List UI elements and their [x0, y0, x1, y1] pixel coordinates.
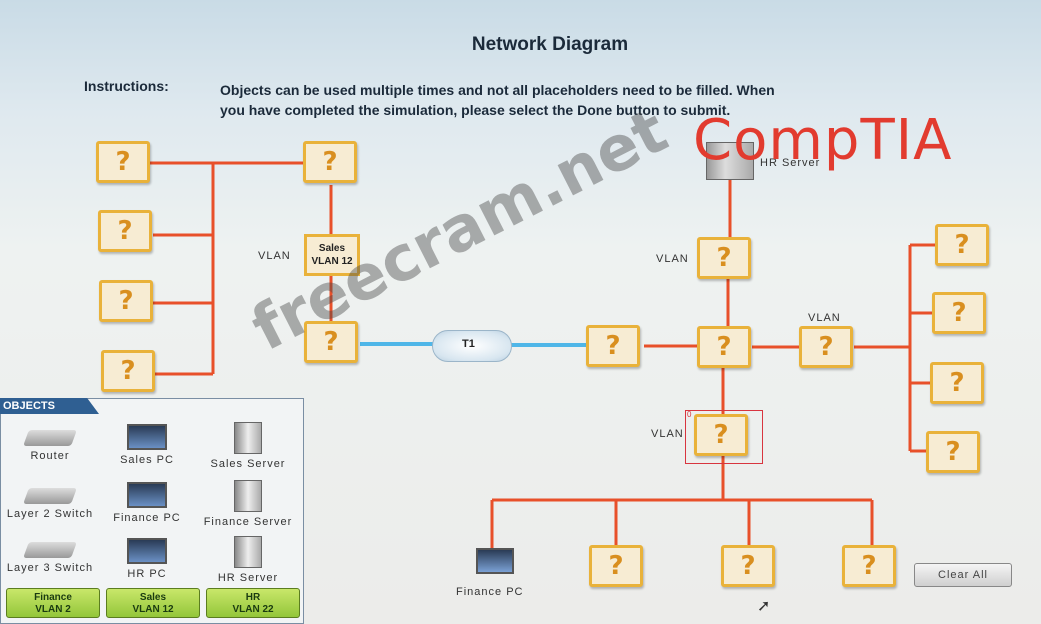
placeholder-right-1[interactable]: ?: [935, 224, 989, 266]
hr-server-label: HR Server: [760, 157, 821, 169]
object-label: Layer 3 Switch: [6, 562, 94, 574]
vlan-label-sales: VLAN: [808, 312, 841, 324]
vlan-button-line2: VLAN 22: [232, 604, 274, 615]
object-label: Finance PC: [113, 512, 181, 524]
comptia-logo: CompTIA: [693, 108, 953, 173]
object-layer2-switch[interactable]: Layer 2 Switch: [0, 480, 100, 520]
object-finance-server[interactable]: Finance Server: [198, 480, 298, 528]
finance-pc-label: Finance PC: [456, 586, 524, 598]
mouse-cursor-icon: ➚: [757, 598, 771, 615]
placeholder-bottom-3[interactable]: ?: [842, 545, 896, 587]
vlan-button-line1: Finance: [34, 592, 72, 603]
placeholder-sales-switch[interactable]: ?: [799, 326, 853, 368]
placeholder-bottom-2[interactable]: ?: [721, 545, 775, 587]
selection-index: 0: [687, 410, 692, 419]
object-finance-pc[interactable]: Finance PC: [97, 482, 197, 524]
object-label: HR PC: [127, 568, 167, 580]
sales-vlan-box[interactable]: Sales VLAN 12: [304, 234, 360, 276]
object-hr-server[interactable]: HR Server: [198, 536, 298, 584]
object-router[interactable]: Router: [0, 422, 100, 462]
finance-pc-icon: [476, 548, 514, 574]
instructions-text: Objects can be used multiple times and n…: [220, 80, 1020, 120]
placeholder-left-1[interactable]: ?: [96, 141, 150, 183]
vlan-button-line1: Sales: [139, 592, 167, 603]
placeholder-bottom-1[interactable]: ?: [589, 545, 643, 587]
pc-icon: [127, 482, 167, 508]
placeholder-left-2[interactable]: ?: [98, 210, 152, 252]
pc-icon: [127, 538, 167, 564]
object-sales-server[interactable]: Sales Server: [198, 422, 298, 470]
placeholder-right-4[interactable]: ?: [926, 431, 980, 473]
object-layer3-switch[interactable]: Layer 3 Switch: [0, 534, 100, 574]
pc-icon: [127, 424, 167, 450]
object-hr-pc[interactable]: HR PC: [97, 538, 197, 580]
object-label: Router: [30, 450, 70, 462]
object-label: Finance Server: [203, 516, 293, 528]
vlan-label-hr: VLAN: [656, 253, 689, 265]
switch-icon: [23, 488, 77, 504]
object-sales-pc[interactable]: Sales PC: [97, 424, 197, 466]
vlan-button-line1: HR: [245, 592, 261, 603]
sales-vlan-button[interactable]: Sales VLAN 12: [106, 588, 200, 618]
object-label: Sales Server: [210, 458, 286, 470]
placeholder-top-switch[interactable]: ?: [303, 141, 357, 183]
hr-vlan-button[interactable]: HR VLAN 22: [206, 588, 300, 618]
object-label: Sales PC: [120, 454, 174, 466]
sales-vlan-box-line2: VLAN 12: [311, 256, 353, 267]
vlan-button-line2: VLAN 12: [132, 604, 174, 615]
placeholder-right-2[interactable]: ?: [932, 292, 986, 334]
sales-vlan-box-line1: Sales: [318, 243, 346, 254]
instructions-line-2: you have completed the simulation, pleas…: [220, 102, 731, 118]
clear-all-button[interactable]: Clear All: [914, 563, 1012, 587]
placeholder-right-3[interactable]: ?: [930, 362, 984, 404]
instructions-label: Instructions:: [84, 78, 169, 94]
hr-server-icon: [706, 142, 754, 180]
server-icon: [234, 480, 262, 512]
t1-cloud-icon: [432, 330, 512, 362]
selection-box: [685, 410, 763, 464]
objects-header: OBJECTS: [0, 398, 99, 414]
vlan-label-finance: VLAN: [651, 428, 684, 440]
server-icon: [234, 536, 262, 568]
server-icon: [234, 422, 262, 454]
placeholder-finance-switch[interactable]: ?: [694, 414, 748, 456]
instructions-line-1: Objects can be used multiple times and n…: [220, 82, 775, 98]
placeholder-hr-switch[interactable]: ?: [697, 237, 751, 279]
vlan-label-left: VLAN: [258, 250, 291, 262]
page-title: Network Diagram: [471, 34, 629, 55]
object-label: HR Server: [217, 572, 279, 584]
placeholder-core-switch[interactable]: ?: [697, 326, 751, 368]
placeholder-left-3[interactable]: ?: [99, 280, 153, 322]
object-label: Layer 2 Switch: [6, 508, 94, 520]
router-icon: [23, 430, 77, 446]
placeholder-left-4[interactable]: ?: [101, 350, 155, 392]
finance-vlan-button[interactable]: Finance VLAN 2: [6, 588, 100, 618]
t1-label: T1: [462, 338, 475, 350]
placeholder-right-router[interactable]: ?: [586, 325, 640, 367]
vlan-button-line2: VLAN 2: [35, 604, 71, 615]
switch-icon: [23, 542, 77, 558]
placeholder-left-router[interactable]: ?: [304, 321, 358, 363]
